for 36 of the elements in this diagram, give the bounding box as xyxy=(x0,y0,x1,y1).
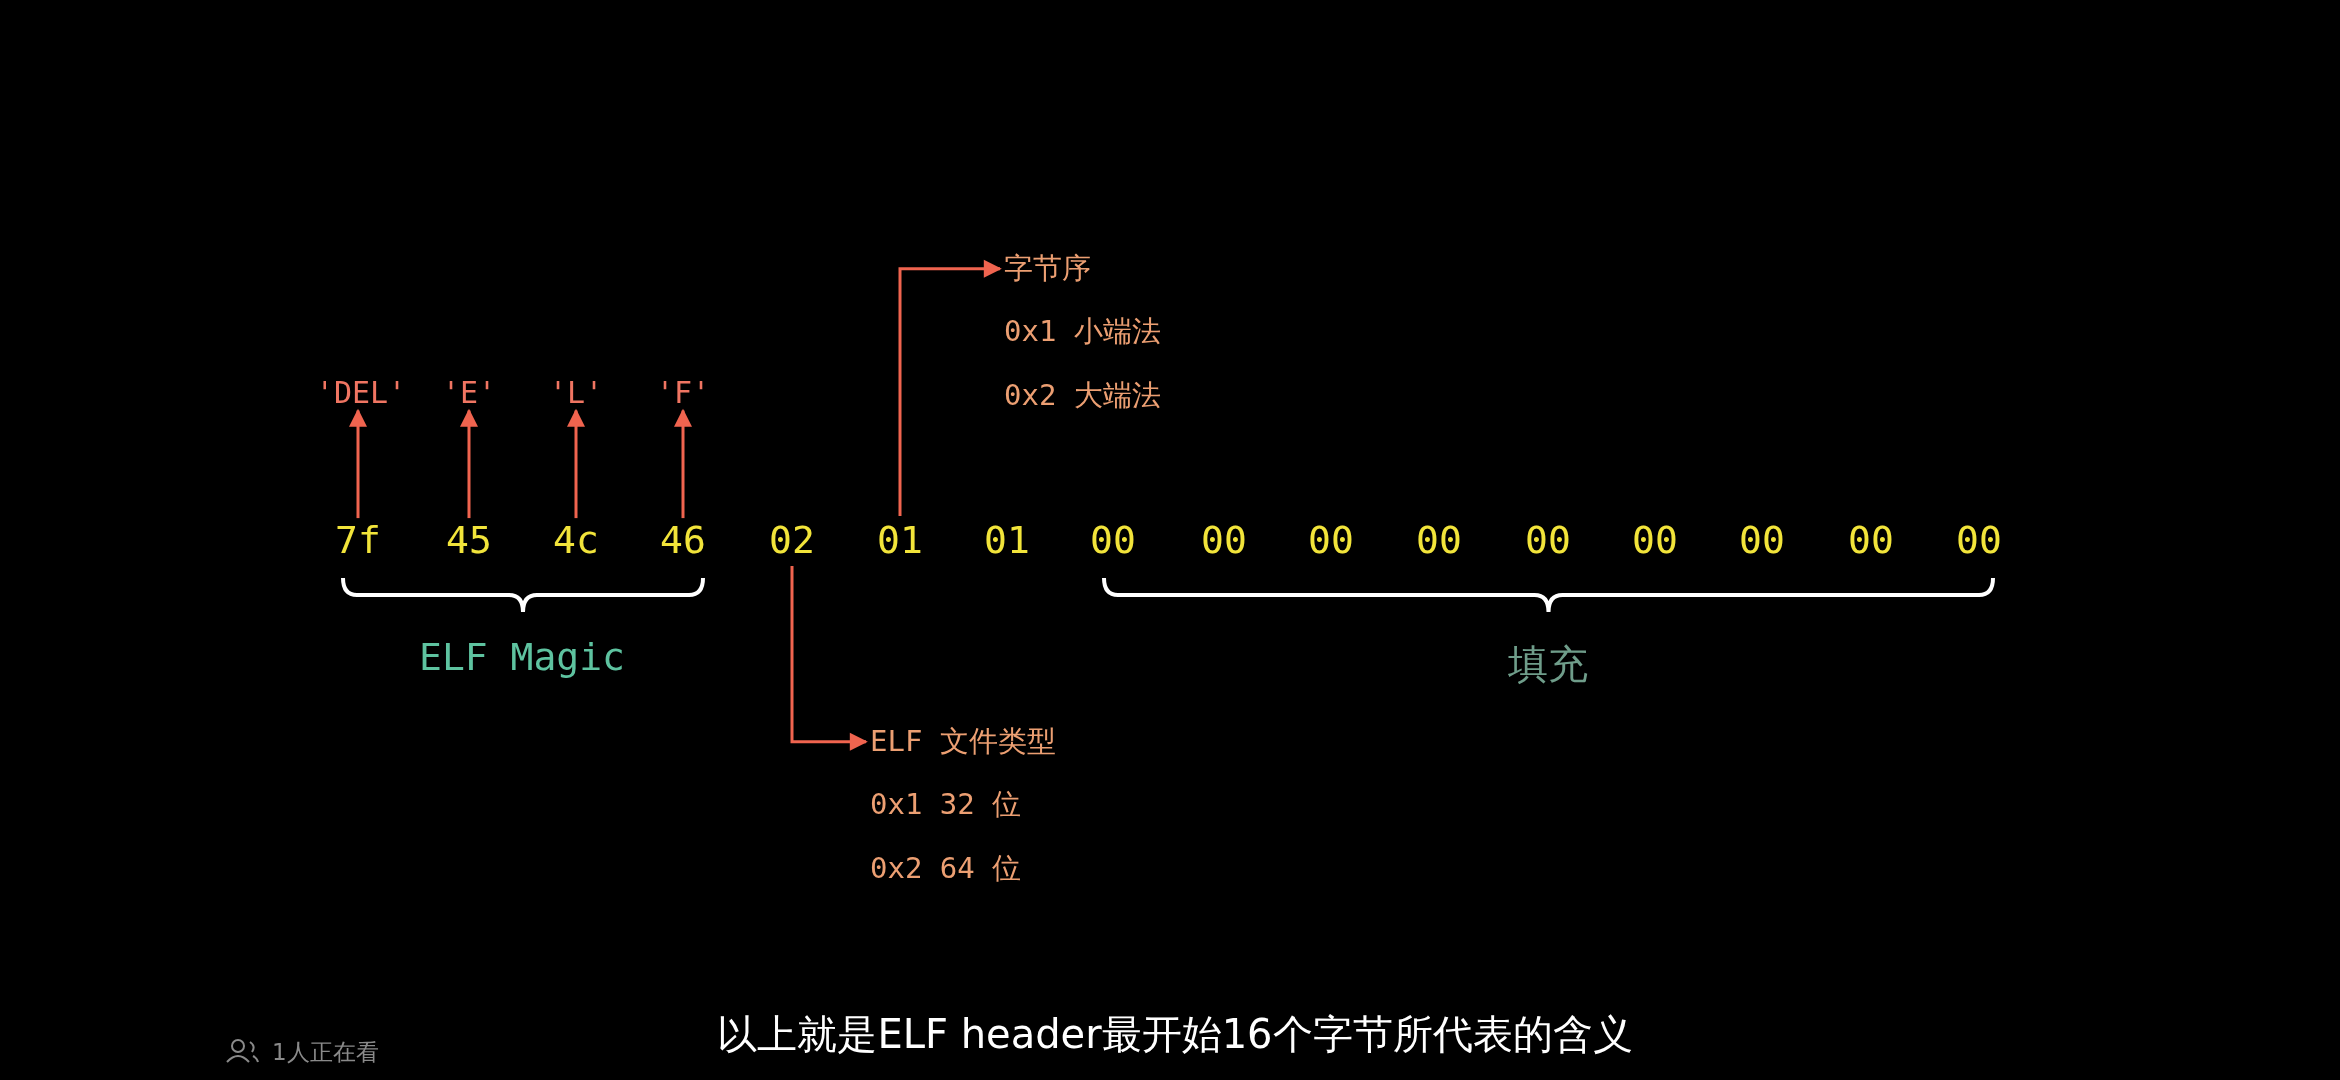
byte-value: 4c xyxy=(553,520,599,562)
char-label: 'DEL' xyxy=(315,375,407,409)
note-heading: 字节序 xyxy=(1004,252,1092,286)
byte-value: 01 xyxy=(984,520,1030,562)
subtitle: 以上就是ELF header最开始16个字节所代表的含义 xyxy=(717,1009,1633,1059)
char-label: 'F' xyxy=(655,375,711,409)
note-line: 0x1 32 位 xyxy=(870,788,1023,822)
arrow xyxy=(674,408,692,519)
arrow xyxy=(567,408,585,519)
viewer-count: 1人正在看 xyxy=(272,1038,379,1067)
group-label: ELF Magic xyxy=(419,635,625,679)
note-heading: ELF 文件类型 xyxy=(870,725,1056,759)
byte-value: 02 xyxy=(769,520,815,562)
byte-value: 00 xyxy=(1632,520,1678,562)
byte-value: 00 xyxy=(1090,520,1136,562)
byte-value: 00 xyxy=(1956,520,2002,562)
arrow xyxy=(460,408,478,519)
byte-value: 00 xyxy=(1201,520,1247,562)
arrow xyxy=(898,259,1002,517)
note-line: 0x2 64 位 xyxy=(870,851,1023,886)
byte-value: 7f xyxy=(335,520,381,562)
note-line: 0x1 小端法 xyxy=(1004,315,1161,349)
group-label: 填充 xyxy=(1508,639,1588,689)
byte-value: 46 xyxy=(660,520,706,562)
byte-value: 00 xyxy=(1848,520,1894,562)
arrow xyxy=(790,565,868,751)
byte-value: 00 xyxy=(1416,520,1462,562)
char-label: 'E' xyxy=(441,375,497,409)
char-label: 'L' xyxy=(548,375,604,409)
arrow xyxy=(349,408,367,519)
byte-value: 00 xyxy=(1308,520,1354,562)
byte-value: 45 xyxy=(446,520,492,562)
byte-value: 01 xyxy=(877,520,923,562)
byte-value: 00 xyxy=(1525,520,1571,562)
note-line: 0x2 大端法 xyxy=(1004,378,1161,413)
byte-value: 00 xyxy=(1739,520,1785,562)
